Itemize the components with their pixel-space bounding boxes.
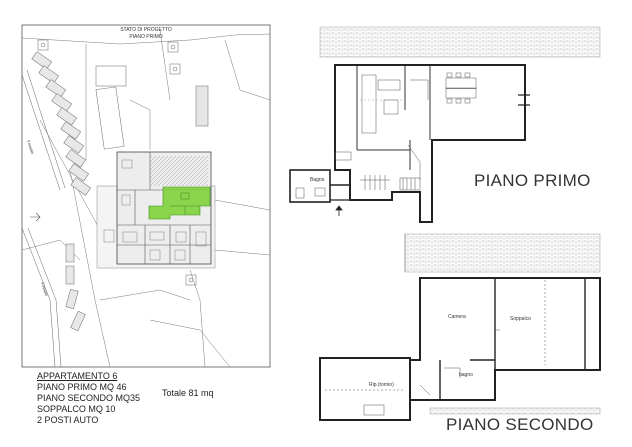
site-plan-title-line1: STATO DI PROGETTO bbox=[120, 27, 172, 33]
legend-total: Totale 81 mq bbox=[162, 388, 214, 398]
legend-line-piano-primo: PIANO PRIMO MQ 46 bbox=[37, 382, 127, 392]
room-label-camera: Camera bbox=[448, 314, 466, 320]
neighbour-buildings bbox=[31, 51, 92, 196]
room-label-bagno-secondo: bagno bbox=[459, 372, 473, 378]
site-plan-title-line2: PIANO PRIMO bbox=[129, 34, 163, 40]
dining-table bbox=[445, 72, 477, 104]
room-label-bagno-primo: Bagno bbox=[310, 177, 325, 183]
piano-secondo-title: PIANO SECONDO bbox=[446, 415, 594, 434]
entry-arrow bbox=[30, 212, 41, 222]
piano-primo-plan bbox=[289, 26, 601, 223]
main-building bbox=[96, 151, 216, 269]
fossato-lines bbox=[21, 69, 66, 368]
room-label-rip: Rip.(tornio) bbox=[369, 382, 394, 388]
piano-secondo-plan bbox=[319, 233, 601, 421]
legend-line-soppalco: SOPPALCO MQ 10 bbox=[37, 404, 116, 414]
piano-primo-title: PIANO PRIMO bbox=[474, 171, 591, 190]
legend-heading: APPARTAMENTO 6 bbox=[37, 371, 118, 381]
property-boundaries bbox=[21, 29, 271, 368]
room-label-soppalco: Soppalco bbox=[510, 316, 531, 322]
site-plan-frame bbox=[21, 24, 271, 368]
apartment-6-highlight bbox=[148, 186, 211, 220]
legend-line-posti-auto: 2 POSTI AUTO bbox=[37, 415, 99, 425]
legend-line-piano-secondo: PIANO SECONDO MQ35 bbox=[37, 393, 141, 403]
